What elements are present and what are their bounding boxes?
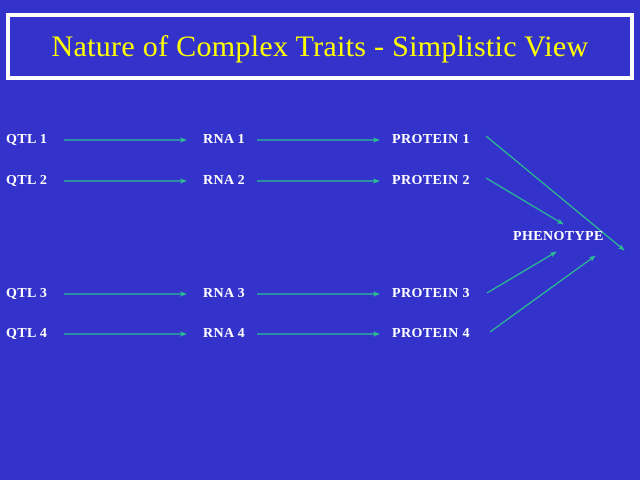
node-rna-4: RNA 4 bbox=[203, 326, 246, 341]
arrow-protein3-phenotype bbox=[486, 251, 557, 294]
node-qtl-3: QTL 3 bbox=[6, 286, 48, 301]
node-qtl-1: QTL 1 bbox=[6, 132, 48, 147]
node-qtl-2: QTL 2 bbox=[6, 173, 48, 188]
node-protein-4: PROTEIN 4 bbox=[392, 326, 470, 341]
node-qtl-4: QTL 4 bbox=[6, 326, 48, 341]
node-rna-1: RNA 1 bbox=[203, 132, 246, 147]
arrow-protein2-phenotype bbox=[485, 177, 564, 225]
node-rna-3: RNA 3 bbox=[203, 286, 246, 301]
node-rna-2: RNA 2 bbox=[203, 173, 246, 188]
node-protein-3: PROTEIN 3 bbox=[392, 286, 470, 301]
node-protein-2: PROTEIN 2 bbox=[392, 173, 470, 188]
node-protein-1: PROTEIN 1 bbox=[392, 132, 470, 147]
arrow-protein4-phenotype bbox=[489, 255, 596, 333]
title-box: Nature of Complex Traits - Simplistic Vi… bbox=[6, 13, 634, 80]
node-phenotype: PHENOTYPE bbox=[513, 229, 604, 244]
page-title: Nature of Complex Traits - Simplistic Vi… bbox=[51, 29, 589, 63]
